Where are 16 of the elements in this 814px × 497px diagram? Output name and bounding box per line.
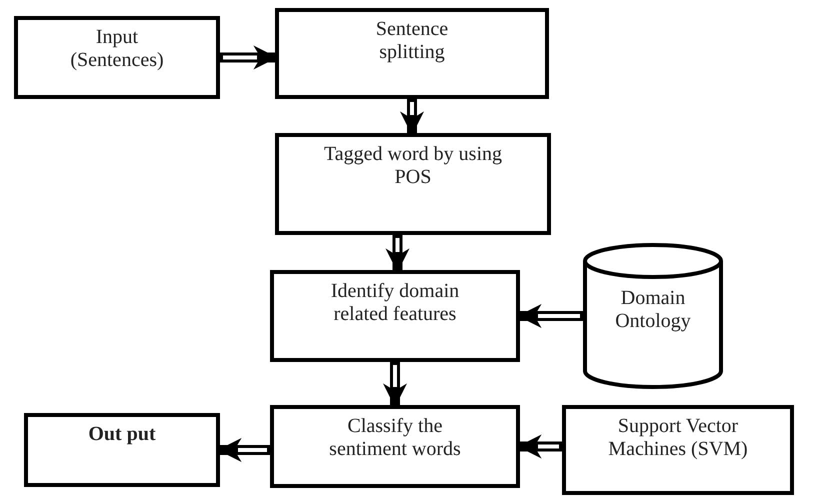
process-box: [270, 270, 520, 362]
database-cylinder: [583, 243, 723, 389]
process-box: [14, 16, 220, 99]
box-label: Support Vector Machines (SVM): [607, 415, 749, 461]
process-box: [275, 8, 549, 99]
process-box: [562, 405, 794, 495]
box-label: Domain Ontology: [614, 287, 692, 333]
box-label: Input (Sentences): [69, 26, 165, 72]
box-label: Classify the sentiment words: [328, 415, 462, 461]
box-label: Tagged word by using POS: [322, 143, 504, 189]
process-box: [24, 413, 220, 487]
process-box: [275, 133, 551, 235]
process-box: [270, 405, 520, 488]
box-label: Sentence splitting: [374, 18, 450, 64]
box-label: Out put: [88, 423, 156, 446]
box-label: Identify domain related features: [330, 280, 460, 326]
